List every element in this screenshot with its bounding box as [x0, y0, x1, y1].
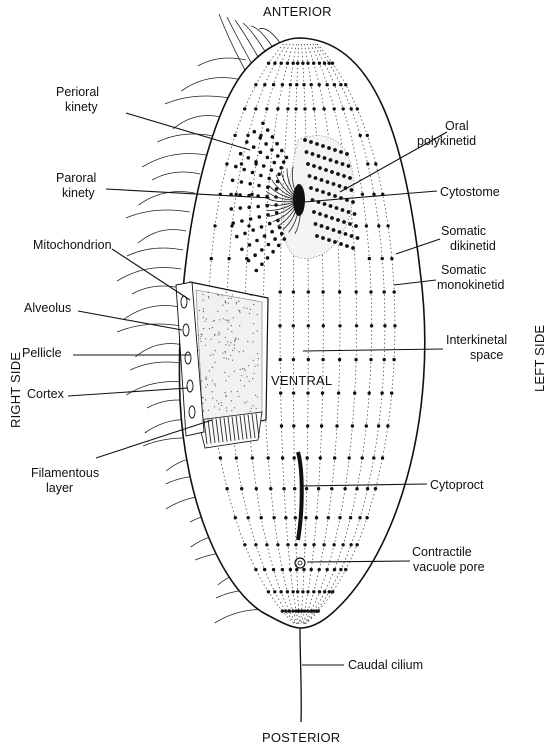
anterior-label: ANTERIOR [263, 4, 332, 19]
right-side-label: RIGHT SIDE [8, 352, 23, 428]
cortex-label: Cortex [27, 387, 65, 401]
perioral-kinety-label: Perioral kinety [56, 85, 103, 114]
pellicle-label: Pellicle [22, 346, 62, 360]
somatic-monokinetid-label: Somatic monokinetid [437, 263, 504, 292]
cortex-cutaway [175, 281, 269, 449]
alveolus-label: Alveolus [24, 301, 71, 315]
ventral-label: VENTRAL [271, 373, 332, 388]
mitochondrion-label: Mitochondrion [33, 238, 112, 252]
basal-bodies [209, 61, 397, 613]
oral-polykinetid-label: Oral polykinetid [417, 119, 476, 148]
left-side-label: LEFT SIDE [532, 325, 547, 392]
oral-polykinetid-dots [303, 138, 360, 250]
cytostome-label: Cytostome [440, 185, 500, 199]
cell-body-outline [178, 37, 426, 629]
contractile-vacuole-pore-label: Contractile vacuole pore [412, 545, 485, 574]
buccal-cavity [282, 135, 354, 259]
interkinetal-space-label: Interkinetal space [446, 333, 511, 362]
perioral-kinety-dots [229, 121, 289, 273]
alveolus-mark-2 [184, 351, 192, 365]
cytoproct-mark [296, 451, 304, 541]
caudal-cilium-label: Caudal cilium [348, 658, 423, 672]
filamentous-layer-lines [203, 413, 260, 445]
cytostome-mark [293, 184, 305, 216]
contractile-vacuole-pore-mark [294, 557, 306, 569]
cortex-stipple [197, 291, 259, 412]
alveolus-mark-3 [186, 379, 194, 393]
filamentous-layer-label: Filamentous layer [31, 466, 103, 495]
contractile-vacuole-pore-inner [297, 560, 303, 566]
posterior-label: POSTERIOR [262, 730, 340, 745]
oral-region [229, 121, 360, 273]
somatic-dikinetid-label: Somatic dikinetid [441, 224, 496, 253]
alveolus-mark [182, 323, 190, 337]
alveolus-mark-4 [188, 405, 196, 419]
caudal-cilium-mark [299, 627, 302, 723]
leader-lines [67, 112, 448, 666]
paroral-kinety-label: Paroral kinety [56, 171, 100, 200]
cytoproct-label: Cytoproct [430, 478, 484, 492]
